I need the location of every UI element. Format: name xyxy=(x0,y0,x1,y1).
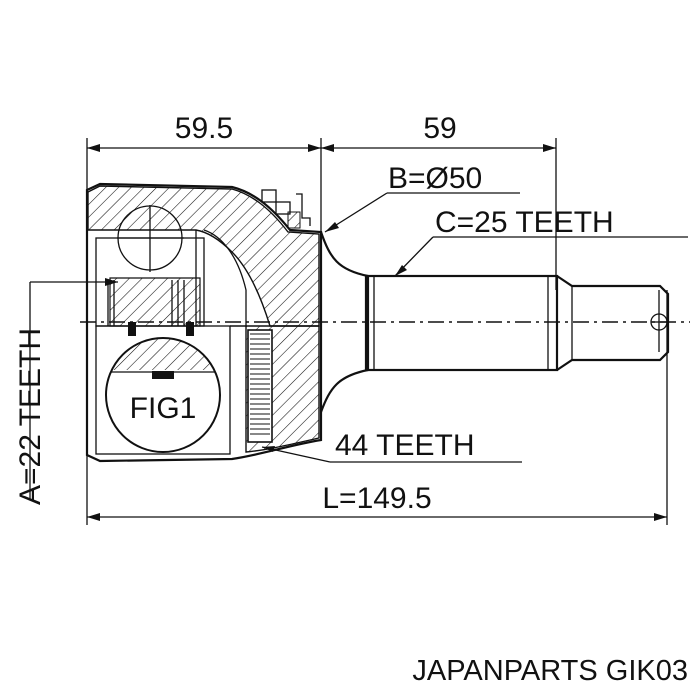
abs-ring-label: 44 TEETH xyxy=(335,429,475,462)
diameter-leader xyxy=(324,192,520,233)
shaft-length-label: 59 xyxy=(423,112,456,145)
part-caption: JAPANPARTS GIK03 xyxy=(412,655,688,687)
dimension-shaft-length xyxy=(321,144,556,152)
fig1-label: FIG1 xyxy=(130,392,197,425)
stub-shaft xyxy=(319,231,670,413)
inner-spline-teeth xyxy=(107,280,185,326)
outer-diameter-label: B=Ø50 xyxy=(388,162,482,195)
total-length-label: L=149.5 xyxy=(322,482,431,515)
fig1-detail: FIG1 xyxy=(105,337,221,453)
boot-groove xyxy=(261,189,311,229)
outer-spline-section xyxy=(364,274,559,372)
cup-length-label: 59.5 xyxy=(175,112,233,145)
abs-ring xyxy=(247,329,273,443)
inner-spline-label: A=22 TEETH xyxy=(14,328,47,505)
outer-spline-label: C=25 TEETH xyxy=(435,206,614,239)
dimension-cup-length xyxy=(87,144,321,152)
outer-spline-leader xyxy=(394,236,688,277)
dimension-total-length xyxy=(87,513,667,521)
